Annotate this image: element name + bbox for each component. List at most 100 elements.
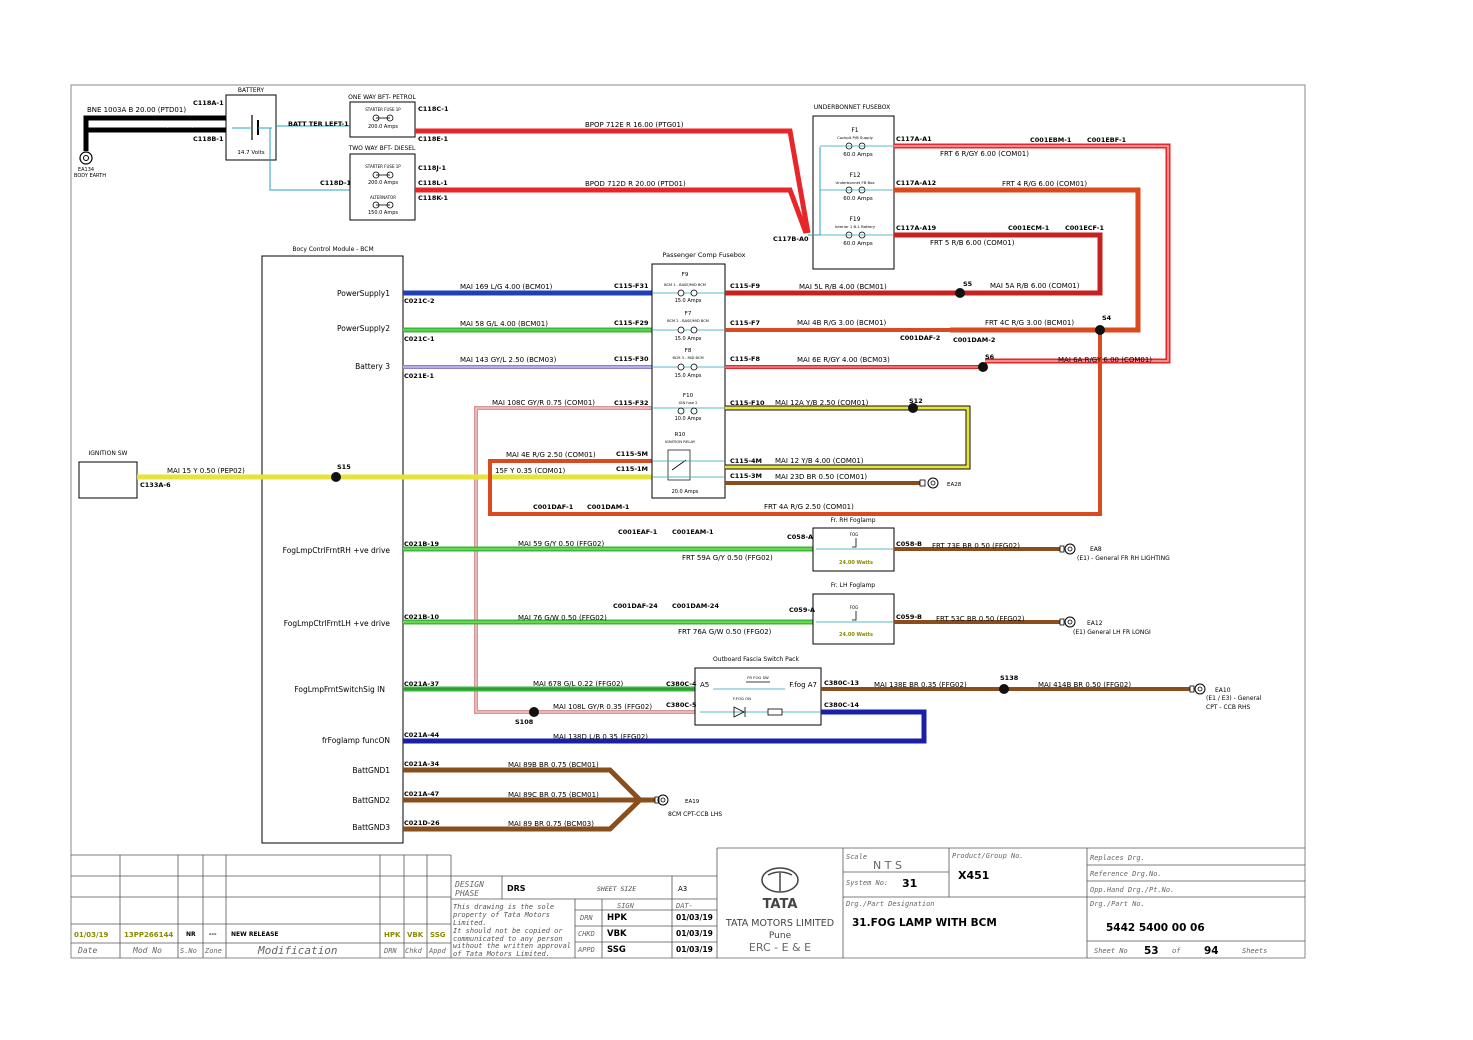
label-bcm-pins-4-label: FogLmpCtrlFrntLH +ve drive — [284, 619, 391, 628]
label-ub_fusebox-fuses-0-desc: Cockpit P/B Supply — [837, 135, 873, 140]
connector-label: C118A-1 — [193, 99, 224, 107]
label-pc_wires_left-1: MAI 58 G/L 4.00 (BCM01) — [460, 320, 548, 328]
lh-foglamp: Fr. LH Foglamp FOG 24.00 Watts — [812, 582, 895, 645]
label-bft_diesel-c2: C118L-1 — [418, 179, 448, 187]
label-frt4a-c1: C001DAF-1 — [533, 503, 574, 511]
label-switch_pack-a7: F.fog A7 — [789, 681, 817, 689]
label-pc_wires_left-5: 15F Y 0.35 (COM01) — [495, 467, 566, 475]
label-gnd-w1: MAI 89B BR 0.75 (BCM01) — [508, 761, 599, 769]
label-title_block-notice-4: communicated to any person — [453, 935, 563, 943]
label-bcm-pins-2-conn: C021E-1 — [404, 372, 434, 380]
label-daf_conn-c1: C001DAF-2 — [900, 334, 940, 342]
label-splices-s6: S6 — [985, 353, 995, 361]
label-title_block-scale_l: Scale — [846, 853, 867, 861]
label-lh_fog-ea_desc: (E1) General LH FR LONGI — [1073, 629, 1151, 636]
label-rh_fog-c1: C001EAF-1 — [618, 528, 658, 536]
label-title_block-rev_zone: --- — [209, 931, 217, 938]
label-bcm-pins-2-label: Battery 3 — [355, 362, 390, 371]
label-pc_fusebox-relay-amps: 20.0 Amps — [672, 489, 699, 495]
label-title_block-city: Pune — [769, 931, 792, 941]
label-rh_fog-watts: 24.00 Watts — [839, 560, 873, 566]
label-bcm-pins-7-conn: C021A-34 — [404, 760, 440, 768]
label-bcm-pins-9-conn: C021D-26 — [404, 819, 440, 827]
label-title_block-prod_v: X451 — [958, 869, 989, 882]
label-title_block-drn_d: 01/03/19 — [676, 913, 713, 922]
label-title_block-rev_sno: NR — [186, 931, 196, 938]
splice-s12: S12 — [908, 397, 923, 413]
label-pc_wires_right-3: MAI 12A Y/B 2.50 (COM01) — [775, 399, 869, 407]
label-ub_fusebox-fuses-2-name: F19 — [849, 216, 860, 223]
label-pc_fusebox-fuses-0-cin: C115-F31 — [614, 282, 649, 290]
label-switch_pack-c4: C380C-4 — [666, 680, 697, 688]
label-switch_pack-a5: A5 — [700, 681, 709, 689]
label-ub_fusebox-in_conn: C117B-A0 — [773, 235, 809, 243]
label-lh_fog-cin: C059-A — [789, 606, 815, 614]
label-title_block-drn_v: HPK — [607, 913, 627, 923]
label-pc_fusebox-relay-c1: C115-5M — [616, 450, 648, 458]
label-pc_fusebox-fuses-0-cout: C115-F9 — [730, 282, 760, 290]
label-pc_fusebox-fuses-2-amps: 15.0 Amps — [675, 373, 702, 379]
label-switch_pack-w108l: MAI 108L GY/R 0.35 (FFG02) — [553, 703, 652, 711]
label-pc_fusebox-fuses-2-desc: BCM 3 - MID BCM — [672, 356, 703, 360]
property-notice: This drawing is the sole property of Tat… — [453, 903, 571, 958]
label-splices-s15: S15 — [337, 463, 351, 471]
label-switch_pack-c14: C380C-14 — [824, 701, 859, 709]
bcm-module: Bocy Control Module - BCM PowerSupply1 P… — [261, 246, 404, 844]
label-lh_fog-watts: 24.00 Watts — [839, 632, 873, 638]
label-switch_pack-ea_d2: CPT - CCB RHS — [1206, 704, 1251, 711]
label-pc_fusebox-relay-c4: C115-3M — [730, 472, 762, 480]
label-pc_fusebox-fuses-0-name: F9 — [682, 272, 689, 278]
body-earth: EA134 BODY EARTH — [74, 151, 106, 179]
label-ignition-conn: C133A-6 — [140, 481, 171, 489]
label-rh_fog-w1: MAI 59 G/Y 0.50 (FFG02) — [518, 540, 604, 548]
label-title_block-rev_drn: HPK — [384, 931, 401, 939]
label-bcm-pins-5-conn: C021A-37 — [404, 680, 439, 688]
label-pc_fusebox-fuses-2-cin: C115-F30 — [614, 355, 649, 363]
label-switch_pack-c13: C380C-13 — [824, 679, 859, 687]
label-title_block-sheet_l: Sheet No — [1094, 947, 1128, 955]
label-pc_fusebox-fuses-3-amps: 10.0 Amps — [675, 416, 702, 422]
wire-label: BNE 1003A B 20.00 (PTD01) — [87, 106, 186, 114]
label-ub_fusebox-fuses-1-name: F12 — [849, 172, 860, 179]
connector-label: BATT TER LEFT-1 — [288, 120, 349, 128]
label-title_block-rev_appd: SSG — [430, 931, 446, 939]
label-title_block-dept: ERC - E & E — [749, 941, 811, 954]
label-pc_fusebox-fuses-1-desc: BCM 2 - BASE/MID BCM — [667, 319, 709, 323]
label-title_block-of: of — [1172, 947, 1181, 955]
label-title_block-notice-0: This drawing is the sole — [453, 903, 554, 911]
label-bft_diesel-cin: C118D-1 — [320, 179, 352, 187]
label-title_block-chkd: CHKD — [578, 930, 595, 938]
label-ub_fusebox-fuses-1-amps: 60.0 Amps — [843, 196, 873, 202]
splice-s5: S5 — [955, 280, 973, 298]
label-pc_fusebox-fuses-2-cout: C115-F8 — [730, 355, 760, 363]
label-pc_fusebox-relay-c2: C115-1M — [616, 465, 648, 473]
label-ub_wires-0-label: FRT 6 R/GY 6.00 (COM01) — [940, 150, 1029, 158]
label-splices-s12: S12 — [909, 397, 923, 405]
label-gnd-ea_desc: 8CM CPT-CCB LHS — [668, 811, 722, 818]
label-bcm-pins-1-label: PowerSupply2 — [337, 324, 390, 333]
label-pc_fusebox-relay-desc: IGNITION RELAY — [665, 439, 696, 444]
label-title_block-notice-2: Limited. — [453, 919, 487, 927]
label-bcm-pins-8-conn: C021A-47 — [404, 790, 439, 798]
passenger-comp-fusebox: Passenger Comp Fusebox F9 BCM 1 - BASE/M… — [651, 251, 746, 499]
ignition-relay: R10 IGNITION RELAY 20.0 Amps — [652, 432, 725, 495]
label-ub_fusebox-fuses-2-desc: Interior 1 B-1 Battery — [835, 224, 876, 229]
label-bcm-pins-1-conn: C021C-1 — [404, 335, 435, 343]
label-title_block-drs: DRS — [507, 884, 526, 893]
battery-box: BATTERY 14.7 Volts — [225, 87, 277, 161]
label-pc_wires_right-1: MAI 4B R/G 3.00 (BCM01) — [797, 319, 887, 327]
label-bcm-pins-7-label: BattGND1 — [352, 766, 390, 775]
label-ub_fusebox-title: UNDERBONNET FUSEBOX — [814, 104, 890, 111]
battery-title: BATTERY — [238, 87, 265, 94]
splice-s6: S6 — [978, 353, 995, 372]
label-title_block-drn: DRN — [579, 914, 593, 922]
label-far_wires-0: MAI 5A R/B 6.00 (COM01) — [990, 282, 1080, 290]
label-bcm-pins-3-conn: C021B-19 — [404, 540, 440, 548]
label-ignition-title: IGNITION SW — [89, 450, 128, 457]
label-title_block-notice-5: without the written approval — [453, 942, 571, 950]
label-frt4a-c2: C001DAM-1 — [587, 503, 630, 511]
label-splices-s4: S4 — [1102, 314, 1112, 322]
label-switch_pack-sw: FR FOG SW — [747, 675, 769, 680]
label-pc_wires_left-4: MAI 4E R/G 2.50 (COM01) — [506, 451, 596, 459]
